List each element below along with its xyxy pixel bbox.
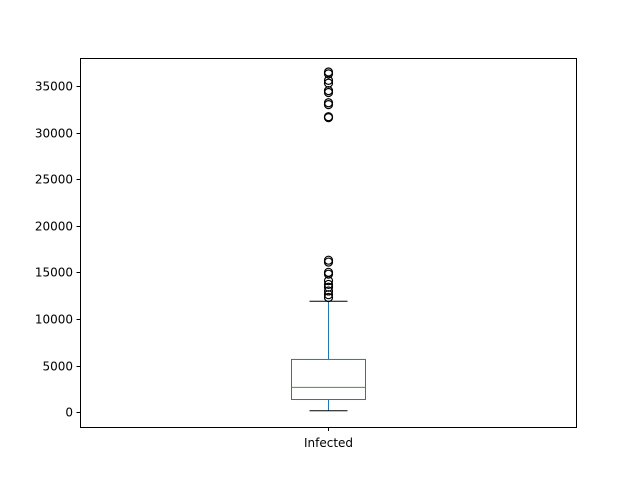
y-tick-label: 35000 [35, 80, 73, 94]
interquartile-box [291, 358, 366, 401]
y-tick-label: 0 [65, 406, 73, 420]
outlier-point [323, 98, 334, 108]
y-tick-label: 25000 [35, 173, 73, 187]
y-tick-label: 20000 [35, 220, 73, 234]
x-tick-label: Infected [304, 436, 353, 450]
outlier-point [323, 78, 334, 88]
outlier-point [323, 86, 334, 96]
outlier-point [323, 67, 334, 77]
outlier-point [323, 112, 334, 122]
y-tick-label: 10000 [35, 313, 73, 327]
outlier-point [323, 286, 334, 296]
x-axis: Infected [304, 427, 353, 450]
outlier-point [323, 267, 334, 277]
outlier-point [323, 255, 334, 265]
outlier-point [323, 99, 334, 110]
y-tick-label: 5000 [42, 360, 73, 374]
outlier-point [323, 282, 334, 292]
y-tick-label: 30000 [35, 127, 73, 141]
outlier-point [323, 292, 334, 303]
outlier-point [323, 87, 334, 98]
y-tick-label: 15000 [35, 266, 73, 280]
outlier-point [323, 279, 334, 290]
y-axis: 0 5000 10000 15000 20000 25000 30000 35000 [35, 80, 80, 420]
box-group [291, 67, 366, 412]
outlier-point [323, 257, 334, 267]
plot-frame [80, 58, 577, 428]
